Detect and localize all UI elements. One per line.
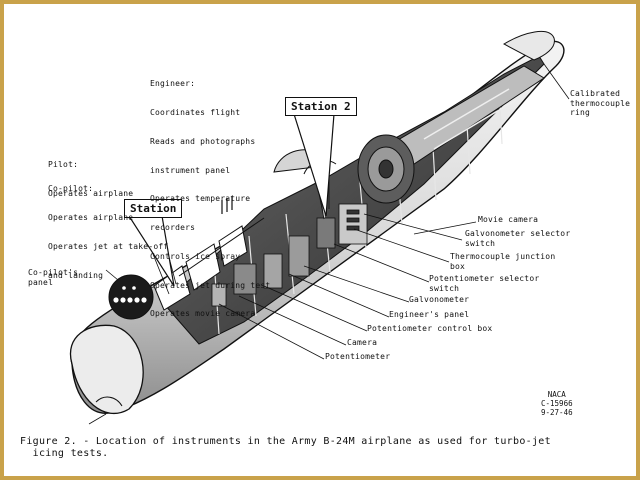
station-2-label: Station 2 <box>285 97 357 116</box>
copilot-panel-label: Co-pilot's panel <box>28 268 79 287</box>
b24m-cutaway-illustration <box>69 30 570 425</box>
copilot-line: Operates airplane <box>48 212 134 222</box>
copilot-line: and landing <box>48 270 104 280</box>
engineer-line: Operates movie camera <box>150 309 256 319</box>
figure-caption: Figure 2. - Location of instruments in t… <box>20 436 551 459</box>
movie-camera-label: Movie camera <box>478 215 539 224</box>
engineer-line: Operates jet during test <box>150 280 271 290</box>
engineer-line: Controls ice spray <box>150 251 241 261</box>
jet-engine <box>357 65 545 204</box>
engineer-label-block: Engineer: Coordinates flight Reads and p… <box>150 60 270 338</box>
pilot-label-block: Pilot: Operates airplane <box>48 141 133 218</box>
copilot-label-block: Co-pilot: Operates airplane Operates jet… <box>48 165 168 299</box>
copilot-panel-detail <box>108 274 154 320</box>
pilot-title: Pilot: <box>48 160 79 170</box>
galvonometer-switch-label: Galvonometer selector switch <box>465 229 571 248</box>
engineer-title: Engineer: <box>150 79 196 89</box>
copilot-line: Operates jet at take-off <box>48 241 169 251</box>
potentiometer-control-label: Potentiometer control box <box>367 324 493 333</box>
naca-stamp: NACA C-15966 9-27-46 <box>541 390 573 417</box>
equipment-racks <box>211 203 368 307</box>
tail-cone <box>502 30 555 61</box>
camera-label: Camera <box>347 338 378 347</box>
engineer-line: instrument panel <box>150 165 231 175</box>
potentiometer-label: Potentiometer <box>325 352 391 361</box>
thermocouple-ring-label: Calibrated thermocouple ring <box>570 89 631 118</box>
pilot-line: Operates airplane <box>48 188 134 198</box>
potentiometer-switch-label: Potentiometer selector switch <box>429 274 540 293</box>
nose-cap <box>69 324 144 415</box>
engineer-line: recorders <box>150 223 196 233</box>
engineer-line: Operates temperature <box>150 194 251 204</box>
thermocouple-junction-label: Thermocouple junction box <box>450 252 556 271</box>
copilot-title: Co-pilot: <box>48 184 94 194</box>
galvonometer-label: Galvonometer <box>409 295 470 304</box>
engineer-line: Coordinates flight <box>150 107 241 117</box>
cockpit-windows <box>153 225 248 311</box>
station-1-label: Station <box>124 199 183 218</box>
engineer-panel-label: Engineer's panel <box>389 310 470 319</box>
engineer-line: Reads and photographs <box>150 136 256 146</box>
